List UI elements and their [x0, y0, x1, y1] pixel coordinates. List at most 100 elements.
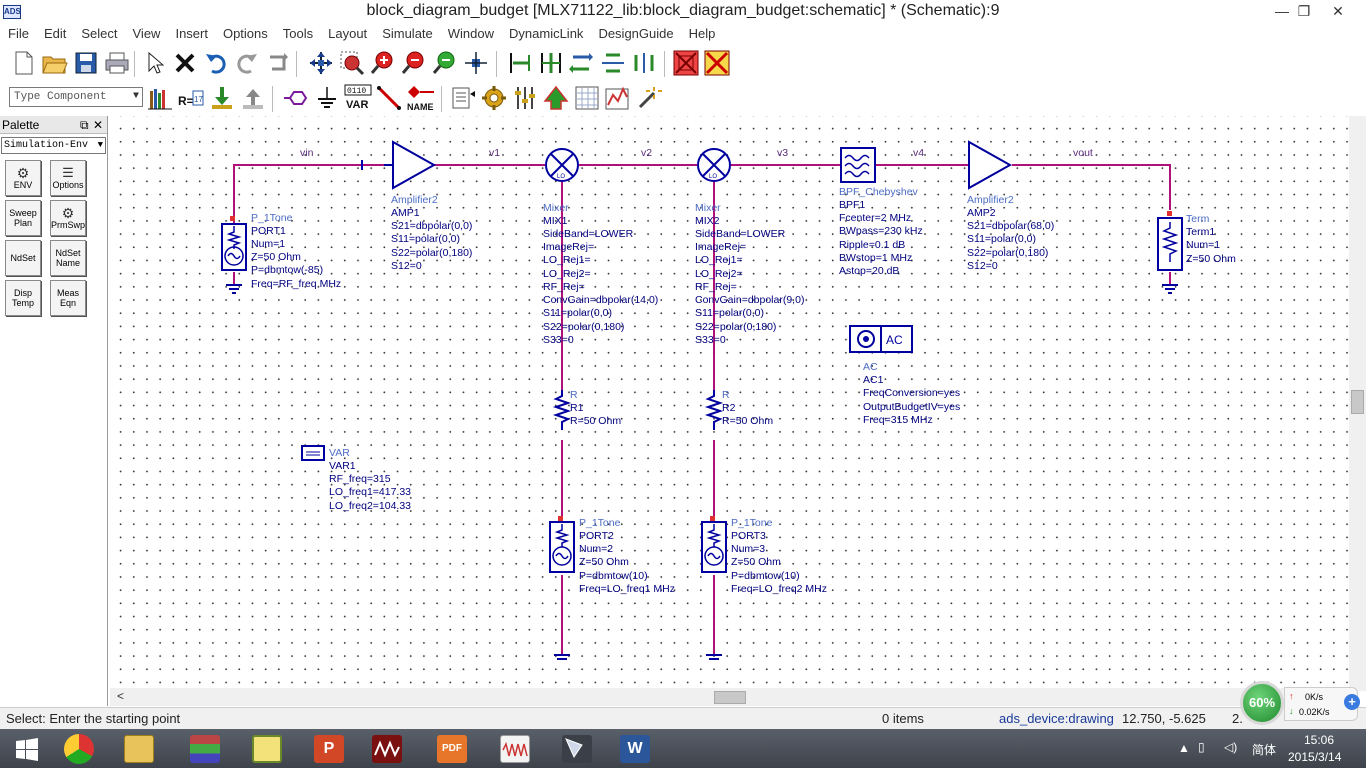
taskbar-ads-signal[interactable] [488, 731, 542, 766]
menu-layout[interactable]: Layout [328, 26, 368, 41]
menu-dynamiclink[interactable]: DynamicLink [509, 26, 584, 41]
taskbar-pdf[interactable]: PDF [425, 731, 479, 766]
print-icon[interactable] [103, 49, 131, 77]
term1-symbol[interactable] [1157, 211, 1183, 294]
palette-float-icon[interactable]: ⧉ [80, 118, 89, 132]
palette-options-button[interactable]: ☰Options [50, 160, 86, 196]
zoom-area-icon[interactable] [338, 49, 366, 77]
schematic-canvas[interactable]: vin v1 v2 v3 v4 vout P_1Tone PORT1 Num=1… [110, 116, 1349, 688]
menu-edit[interactable]: Edit [43, 26, 67, 41]
taskbar-word[interactable]: W [608, 731, 662, 766]
palette-category-select[interactable]: Simulation-Env▼ [1, 137, 106, 154]
taskbar-remote[interactable] [550, 731, 604, 766]
short-icon[interactable] [703, 49, 731, 77]
select-pointer-icon[interactable] [140, 49, 168, 77]
taskbar-chrome[interactable] [52, 731, 106, 766]
taskbar-explorer[interactable] [112, 731, 166, 766]
component-param-icon[interactable]: R=17 [177, 84, 205, 112]
undo-icon[interactable] [202, 49, 230, 77]
port3-symbol[interactable] [701, 516, 727, 660]
palette-close-icon[interactable]: ✕ [93, 118, 104, 132]
expand-plus-icon[interactable]: + [1344, 694, 1360, 710]
simulation-setup-icon[interactable] [480, 84, 508, 112]
menu-select[interactable]: Select [81, 26, 118, 41]
taskbar-powerpoint[interactable]: P [302, 731, 356, 766]
palette-ndset-button[interactable]: NdSet [5, 240, 41, 276]
minimize-button[interactable]: — [1275, 3, 1289, 19]
push-into-hierarchy-icon[interactable] [208, 84, 236, 112]
tray-expand-icon[interactable]: ▲ [1178, 741, 1190, 755]
open-folder-icon[interactable] [41, 49, 69, 77]
scroll-left-arrow-icon[interactable]: < [117, 689, 125, 703]
taskbar-notes[interactable] [240, 731, 294, 766]
zoom-fit-icon[interactable] [431, 49, 459, 77]
restore-button[interactable]: ❐ [1297, 3, 1311, 19]
mix2-symbol[interactable]: LO [697, 148, 731, 182]
save-icon[interactable] [72, 49, 100, 77]
close-button[interactable]: ✕ [1332, 3, 1344, 19]
amp1-symbol[interactable] [384, 140, 437, 190]
r1-symbol[interactable] [552, 390, 572, 430]
rotate-icon[interactable] [568, 49, 596, 77]
repeat-icon[interactable] [264, 49, 292, 77]
ads-app-icon[interactable]: ADS [3, 5, 21, 19]
amp2-symbol[interactable] [968, 140, 1013, 190]
tuning-icon[interactable] [511, 84, 539, 112]
network-speed-widget[interactable]: 60% ↑ 0K/s ↓ 0.02K/s + [1240, 681, 1362, 725]
tray-date[interactable]: 2015/3/14 [1288, 750, 1342, 764]
align-left-icon[interactable] [506, 49, 534, 77]
component-library-icon[interactable] [146, 84, 174, 112]
ac1-controller-symbol[interactable]: AC [849, 325, 913, 353]
menu-file[interactable]: File [8, 26, 29, 41]
status-layer[interactable]: ads_device:drawing [999, 711, 1114, 726]
taskbar-ads-waveform[interactable] [360, 731, 414, 766]
menu-tools[interactable]: Tools [282, 26, 314, 41]
tray-ime[interactable]: 简体 [1252, 743, 1277, 757]
port1-symbol[interactable] [221, 216, 247, 294]
menu-window[interactable]: Window [447, 26, 495, 41]
palette-prmswp-button[interactable]: ⚙PrmSwp [50, 200, 86, 236]
r2-symbol[interactable] [704, 390, 724, 430]
palette-env-button[interactable]: ⚙ENV [5, 160, 41, 196]
pop-out-hierarchy-icon[interactable] [239, 84, 267, 112]
taskbar-winrar[interactable] [178, 731, 232, 766]
port2-symbol[interactable] [549, 516, 575, 660]
tray-volume-icon[interactable]: ◁) [1224, 740, 1238, 754]
menu-options[interactable]: Options [222, 26, 268, 41]
bpf1-symbol[interactable] [840, 147, 876, 183]
wire-label-icon[interactable]: NAME [406, 84, 434, 112]
wire-icon[interactable] [375, 84, 403, 112]
menu-view[interactable]: View [132, 26, 161, 41]
chevron-down-icon[interactable]: ▼ [132, 91, 139, 102]
ground-icon[interactable] [313, 84, 341, 112]
snap-icon[interactable] [462, 49, 490, 77]
align-center-icon[interactable] [537, 49, 565, 77]
menu-insert[interactable]: Insert [175, 26, 208, 41]
start-button[interactable] [0, 731, 54, 766]
port-icon[interactable] [282, 84, 310, 112]
data-display-icon[interactable] [573, 84, 601, 112]
netlist-icon[interactable] [449, 84, 477, 112]
move-icon[interactable] [307, 49, 335, 77]
graph-icon[interactable] [604, 84, 632, 112]
tuning-wand-icon[interactable] [635, 84, 663, 112]
menu-designguide[interactable]: DesignGuide [598, 26, 674, 41]
deactivate-icon[interactable] [672, 49, 700, 77]
simulate-icon[interactable] [542, 84, 570, 112]
mirror-y-icon[interactable] [630, 49, 658, 77]
var1-symbol[interactable] [301, 445, 325, 461]
mix1-symbol[interactable]: LO [545, 148, 579, 182]
new-file-icon[interactable] [10, 49, 38, 77]
menu-simulate[interactable]: Simulate [382, 26, 433, 41]
menu-help[interactable]: Help [688, 26, 716, 41]
component-search-input[interactable]: Type Component▼ [9, 87, 143, 107]
horizontal-scroll-thumb[interactable] [714, 691, 746, 704]
delete-icon[interactable] [171, 49, 199, 77]
zoom-out-icon[interactable] [400, 49, 428, 77]
redo-icon[interactable] [233, 49, 261, 77]
